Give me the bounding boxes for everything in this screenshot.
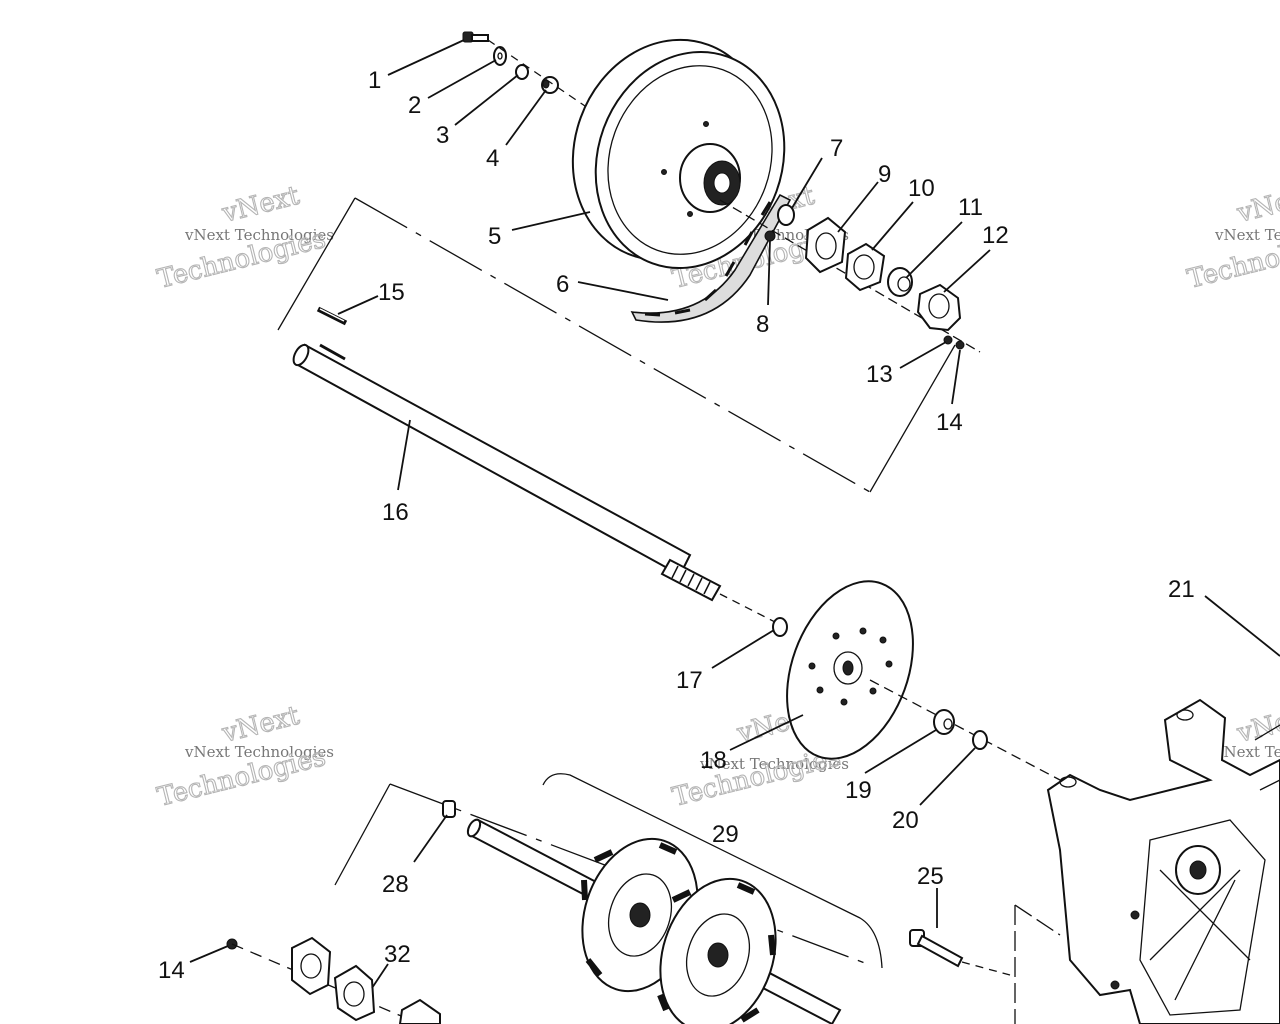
callout-7: 7 bbox=[830, 135, 843, 162]
callout-18: 18 bbox=[700, 747, 727, 774]
nut-part-14 bbox=[955, 340, 965, 350]
key-part-8 bbox=[764, 230, 776, 242]
washer-part-2 bbox=[493, 46, 507, 66]
callout-6: 6 bbox=[556, 271, 569, 298]
chaincase-part-21 bbox=[1046, 698, 1280, 1024]
driveshaft-part-16 bbox=[292, 343, 722, 602]
callout-9: 9 bbox=[878, 161, 891, 188]
watermark-left-bottom: vNext vNext Technologies Technologies bbox=[154, 700, 334, 813]
callout-10: 10 bbox=[908, 175, 935, 202]
svg-text:vNext: vNext bbox=[218, 701, 302, 749]
flange-part-10 bbox=[844, 242, 886, 292]
svg-text:vNext Technologies: vNext Technologies bbox=[1214, 226, 1280, 244]
svg-text:vNext: vNext bbox=[1233, 181, 1280, 229]
callout-12: 12 bbox=[982, 222, 1009, 249]
svg-text:vNext Technologies: vNext Technologies bbox=[699, 755, 849, 773]
flange-part-32 bbox=[291, 936, 441, 1024]
brake-disc-part-18 bbox=[786, 580, 914, 760]
callout-15: 15 bbox=[378, 279, 405, 306]
group-bracket-upper bbox=[277, 197, 956, 493]
group-bracket-lower bbox=[334, 783, 871, 966]
flange-part-9 bbox=[804, 216, 847, 274]
callout-19: 19 bbox=[845, 777, 872, 804]
drive-chain-part-6 bbox=[630, 193, 792, 323]
callout-3: 3 bbox=[436, 122, 449, 149]
callout-4: 4 bbox=[486, 145, 499, 172]
callout-29: 29 bbox=[712, 821, 739, 848]
leader-lines bbox=[189, 39, 1280, 989]
callout-25: 25 bbox=[917, 863, 944, 890]
snap-ring-part-17 bbox=[772, 617, 788, 637]
watermark-left-top: vNext vNext Technologies Technologies bbox=[154, 180, 334, 295]
watermark-right-top: vNext vNext Technologies Technologies bbox=[1184, 180, 1280, 295]
spacer-part-4 bbox=[541, 76, 559, 94]
callout-1: 1 bbox=[368, 67, 381, 94]
callout-14-lower: 14 bbox=[158, 957, 185, 984]
bolt-part-28 bbox=[442, 800, 456, 818]
ring-part-20 bbox=[972, 730, 988, 750]
flange-part-12 bbox=[916, 283, 962, 332]
callout-11: 11 bbox=[958, 194, 983, 221]
svg-text:vNext Technologies: vNext Technologies bbox=[1214, 743, 1280, 761]
svg-text:vNext: vNext bbox=[218, 181, 302, 229]
bolt-part-25 bbox=[909, 929, 964, 968]
bolt-part-1 bbox=[462, 31, 489, 43]
drive-shaft-sprockets-part-29 bbox=[466, 818, 842, 1024]
drive-sprocket-part-5 bbox=[571, 38, 786, 270]
callout-28: 28 bbox=[382, 871, 409, 898]
callout-16: 16 bbox=[382, 499, 409, 526]
bearing-part-11 bbox=[887, 267, 913, 297]
callout-labels: 1 2 3 4 5 6 7 8 9 10 11 12 13 14 15 16 1… bbox=[158, 67, 1195, 984]
bearing-part-19 bbox=[933, 709, 955, 735]
svg-text:vNext Technologies: vNext Technologies bbox=[184, 226, 334, 244]
callout-32: 32 bbox=[384, 941, 411, 968]
callout-5: 5 bbox=[488, 223, 501, 250]
drive-assembly-bracket bbox=[542, 773, 883, 969]
washer-part-7 bbox=[777, 204, 795, 226]
washer-part-3 bbox=[515, 64, 529, 80]
callout-13: 13 bbox=[866, 361, 893, 388]
callout-2: 2 bbox=[408, 92, 421, 119]
callout-17: 17 bbox=[676, 667, 703, 694]
svg-text:vNext: vNext bbox=[1233, 701, 1280, 749]
svg-text:vNext Technologies: vNext Technologies bbox=[184, 743, 334, 761]
track-sprocket-right bbox=[657, 877, 777, 1024]
callout-8: 8 bbox=[756, 311, 769, 338]
callout-20: 20 bbox=[892, 807, 919, 834]
callout-14: 14 bbox=[936, 409, 963, 436]
callout-21: 21 bbox=[1168, 576, 1195, 603]
key-part-15 bbox=[316, 306, 348, 326]
